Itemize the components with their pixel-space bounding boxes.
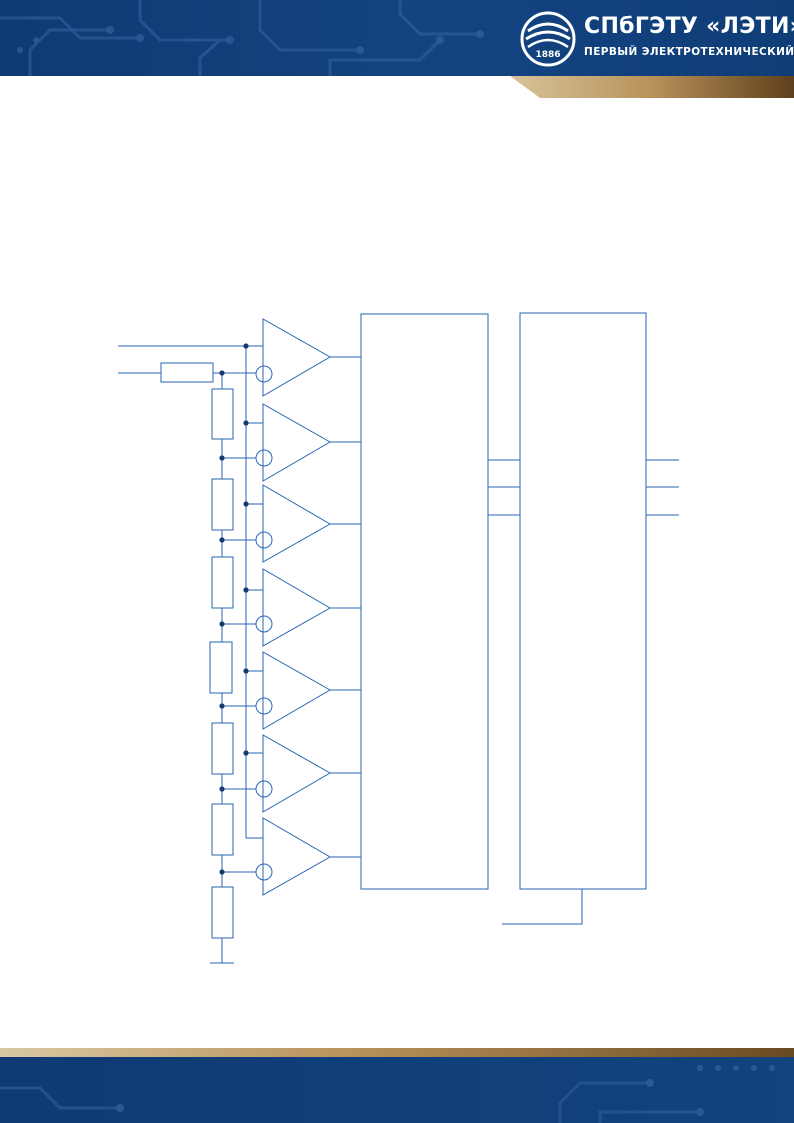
ladder-resistor-6	[211, 803, 234, 856]
inverting-input-5	[255, 697, 273, 715]
ladder-resistor-1	[211, 388, 234, 440]
register-block	[519, 312, 647, 890]
comparator-6	[262, 734, 332, 813]
inverting-input-7	[255, 863, 273, 881]
header-circuit-background	[0, 0, 794, 76]
logo-year: 1886	[535, 50, 560, 60]
clock-input-line	[502, 889, 583, 925]
page-header: 1886 СПбГЭТУ «ЛЭТИ» ПЕРВЫЙ ЭЛЕКТРОТЕХНИЧ…	[0, 0, 794, 76]
header-gold-ribbon	[510, 76, 794, 98]
ladder-resistor-4	[209, 641, 233, 694]
ladder-resistor-5	[211, 722, 234, 775]
inverting-input-3	[255, 531, 273, 549]
comparator-7	[262, 817, 332, 896]
inverting-input-6	[255, 780, 273, 798]
page-footer	[0, 1048, 794, 1123]
resistor-top	[160, 362, 214, 383]
ladder-resistor-3	[211, 556, 234, 609]
comparator-2	[262, 403, 332, 482]
university-brand: 1886 СПбГЭТУ «ЛЭТИ» ПЕРВЫЙ ЭЛЕКТРОТЕХНИЧ…	[520, 11, 794, 67]
inverting-input-4	[255, 615, 273, 633]
inverting-input-2	[255, 449, 273, 467]
university-subtitle: ПЕРВЫЙ ЭЛЕКТРОТЕХНИЧЕСКИЙ	[584, 46, 794, 58]
ladder-resistor-7	[211, 886, 234, 939]
leti-emblem-icon: 1886	[520, 11, 576, 67]
junction-nodes	[219, 343, 249, 875]
comparator-5	[262, 651, 332, 730]
comparator-1	[262, 318, 332, 397]
footer-circuit-background	[0, 1048, 794, 1123]
inverting-input-1	[255, 365, 273, 383]
ladder-resistor-2	[211, 478, 234, 531]
comparator-4	[262, 568, 332, 647]
comparator-3	[262, 484, 332, 563]
encoder-block	[360, 313, 489, 890]
university-name: СПбГЭТУ «ЛЭТИ»	[584, 14, 794, 39]
